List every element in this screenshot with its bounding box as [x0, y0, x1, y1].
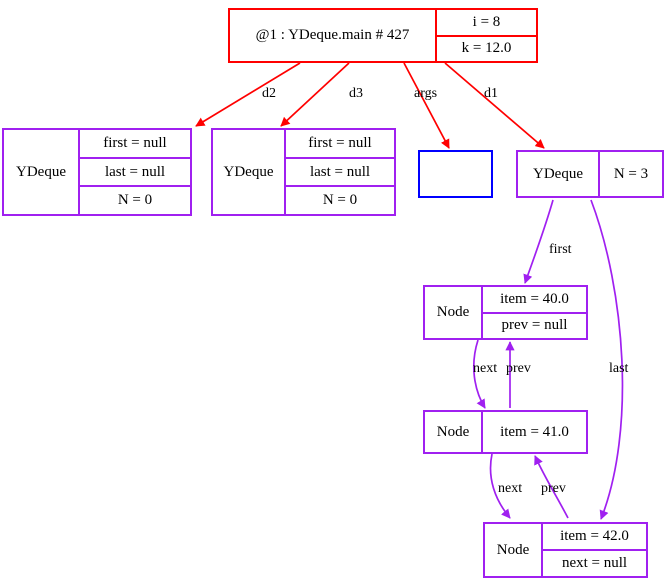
edge-label-next-41-42: next — [498, 481, 523, 496]
args-array-contents — [420, 152, 491, 196]
object-args-array[interactable] — [418, 150, 493, 198]
field-item: item = 42.0 — [560, 528, 629, 544]
edge-label-d3: d3 — [349, 86, 363, 101]
edge-path-d1 — [444, 62, 545, 149]
field-prev: prev = null — [483, 311, 586, 339]
field-item: item = 41.0 — [500, 423, 569, 440]
field-n: N = 3 — [613, 165, 649, 182]
stack-frame-locals: i = 8 k = 12.0 — [435, 10, 536, 61]
object-fields: item = 40.0 prev = null — [481, 287, 586, 338]
object-node-41[interactable]: Node item = 41.0 — [423, 410, 588, 454]
object-ydeque-d1[interactable]: YDeque N = 3 — [516, 150, 664, 198]
field-n: N = 0 — [80, 185, 190, 214]
object-node-42[interactable]: Node item = 42.0 next = null — [483, 522, 648, 578]
edge-label-args: args — [414, 86, 438, 101]
field-first: first = null — [308, 134, 372, 151]
edge-path-last — [590, 199, 624, 520]
field-next: next = null — [543, 549, 646, 576]
edge-label-d1: d1 — [484, 86, 498, 101]
object-type-label: Node — [436, 304, 470, 320]
edge-label-prev-41-40: prev — [506, 361, 531, 376]
edge-path-prev-42-41 — [534, 455, 569, 519]
edge-label-prev-42-41: prev — [541, 481, 566, 496]
stack-frame-main[interactable]: @1 : YDeque.main # 427 i = 8 k = 12.0 — [228, 8, 538, 63]
object-ydeque-d3[interactable]: YDeque first = null last = null N = 0 — [211, 128, 396, 216]
edge-label-d2: d2 — [262, 86, 276, 101]
edge-path-d2 — [195, 62, 301, 127]
object-ydeque-d2[interactable]: YDeque first = null last = null N = 0 — [2, 128, 192, 216]
object-fields: first = null last = null N = 0 — [284, 130, 394, 214]
edge-label-first: first — [549, 242, 572, 257]
local-var-i: i = 8 — [472, 13, 501, 30]
field-first: first = null — [103, 134, 167, 151]
object-type-label: YDeque — [533, 165, 583, 182]
edge-path-d3 — [280, 62, 350, 127]
object-fields: item = 42.0 next = null — [541, 524, 646, 576]
local-var-k: k = 12.0 — [437, 34, 536, 62]
edge-path-next-40-41 — [472, 339, 486, 409]
object-fields: first = null last = null N = 0 — [78, 130, 190, 214]
field-last: last = null — [286, 156, 394, 186]
edge-path-next-41-42 — [489, 453, 511, 519]
stack-frame-title: @1 : YDeque.main # 427 — [255, 27, 410, 43]
field-item: item = 40.0 — [500, 290, 569, 307]
edge-path-args — [403, 62, 450, 149]
object-type-label: Node — [436, 423, 470, 440]
edge-label-last: last — [609, 361, 629, 376]
object-node-40[interactable]: Node item = 40.0 prev = null — [423, 285, 588, 340]
edge-label-next-40-41: next — [473, 361, 498, 376]
field-n: N = 0 — [286, 185, 394, 214]
object-fields: item = 41.0 — [481, 412, 586, 452]
field-last: last = null — [80, 156, 190, 186]
object-type-label: Node — [496, 541, 530, 558]
edge-path-first — [523, 199, 554, 284]
object-fields: N = 3 — [598, 152, 662, 196]
object-type-label: YDeque — [16, 163, 66, 180]
object-type-label: YDeque — [223, 163, 274, 180]
